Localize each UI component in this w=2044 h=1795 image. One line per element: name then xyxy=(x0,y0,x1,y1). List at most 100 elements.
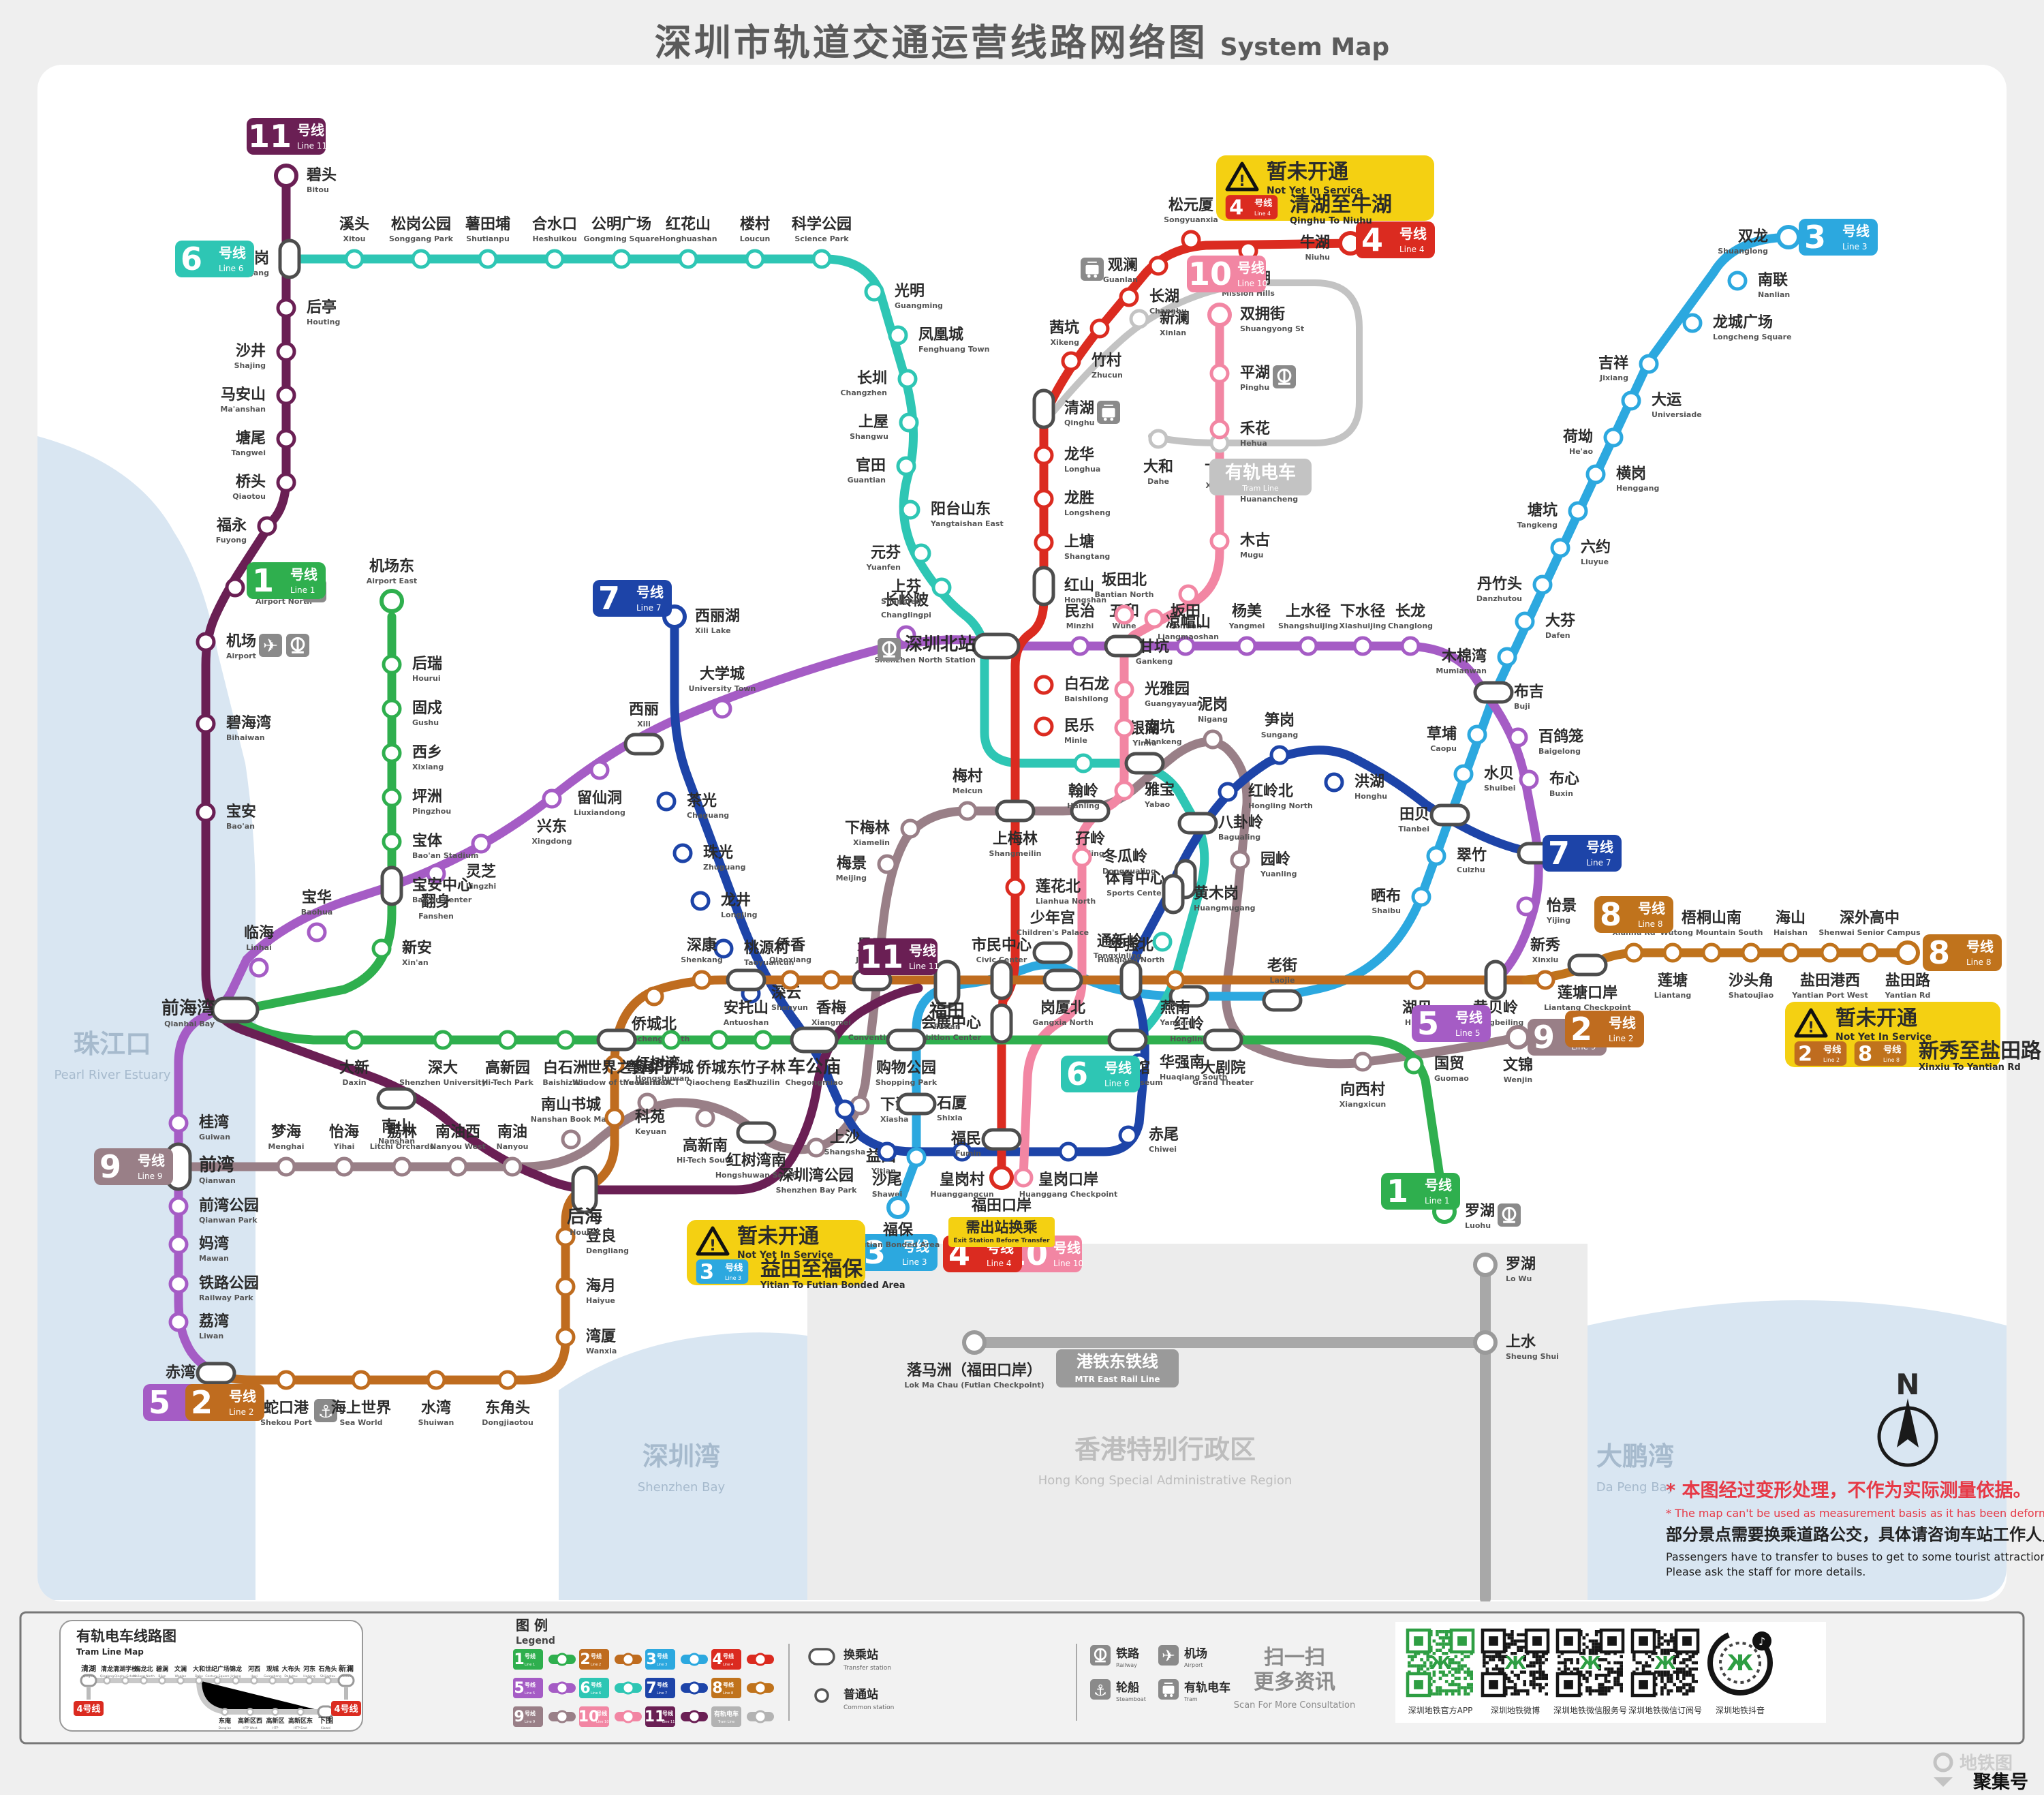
rect xyxy=(1604,1667,1608,1671)
station-label-en: Liuxiandong xyxy=(574,808,625,817)
rect xyxy=(1688,1670,1692,1674)
station-Bao'an Center: 宝安中心Bao'an Center xyxy=(380,865,472,906)
sz-metro-logo: Ж xyxy=(1726,1650,1753,1676)
station-Civic Center: 市民中心Civic Center xyxy=(972,936,1032,1000)
station-label-zh: 盐田港西 xyxy=(1800,972,1860,989)
station-label-en: Dongjiaotou xyxy=(482,1418,533,1427)
rect xyxy=(1416,1664,1421,1668)
station-label-zh: 荔湾 xyxy=(199,1313,229,1330)
station-label-en: Daxin xyxy=(342,1078,366,1087)
transfer-capsule xyxy=(1567,953,1608,977)
station-label-en: Qinghu xyxy=(1064,418,1095,427)
station-label-zh: 白石龙 xyxy=(1064,675,1109,693)
rect xyxy=(1442,1636,1445,1640)
rect xyxy=(1438,1689,1442,1693)
station-dot xyxy=(307,922,327,942)
label: 号线 xyxy=(636,584,664,600)
region-shenzhen-bay xyxy=(559,1332,807,1600)
tram-station-en: Century Square xyxy=(205,1674,229,1678)
rect xyxy=(1594,1630,1598,1633)
circle xyxy=(621,1710,635,1723)
rect xyxy=(1438,1630,1442,1633)
station-Nanshan Book Mall: 南山书城Nanshan Book Mall xyxy=(531,1096,611,1150)
tram-station-en: Hedong xyxy=(303,1674,315,1678)
station-dot xyxy=(382,699,402,719)
rect xyxy=(1657,1645,1661,1649)
line4-mini-badge: 4号线 xyxy=(331,1701,361,1716)
station-label-en: Shuibei xyxy=(1484,784,1515,793)
rect xyxy=(1454,1655,1458,1659)
station-dot xyxy=(1034,675,1054,695)
rect xyxy=(1620,1689,1623,1693)
rect xyxy=(1660,1676,1664,1681)
rect xyxy=(1669,1680,1673,1683)
station-label-en: Airport xyxy=(226,651,256,660)
label: 号线 xyxy=(662,1710,673,1717)
station-label-zh: 晒布 xyxy=(1371,887,1401,905)
station-dot xyxy=(1324,772,1344,793)
station-dot xyxy=(168,1274,189,1294)
station-Maling: 孖岭Maling xyxy=(1070,799,1111,858)
rect xyxy=(1498,1658,1502,1661)
rect xyxy=(1457,1676,1461,1681)
rect xyxy=(1457,1664,1461,1668)
rect xyxy=(579,1706,609,1727)
station-dot xyxy=(1550,538,1570,558)
transfer-capsule xyxy=(990,960,1013,1000)
tram-map-title-zh: 有轨电车线路图 xyxy=(76,1628,176,1644)
rect xyxy=(1594,896,1673,933)
rect xyxy=(1438,1642,1442,1646)
station-label-zh: 长龙 xyxy=(1395,603,1425,620)
rect xyxy=(1538,1686,1542,1689)
station-dot xyxy=(276,472,296,493)
station-dot xyxy=(644,986,664,1007)
rect xyxy=(1460,1667,1464,1671)
label: 1 xyxy=(514,1651,524,1668)
label: ! xyxy=(1808,1019,1814,1037)
tram-station-zh: 锦龙 xyxy=(230,1665,242,1673)
rect xyxy=(1576,1661,1579,1665)
rect xyxy=(1517,1648,1520,1652)
rect xyxy=(1601,1674,1605,1677)
label: 6 xyxy=(1066,1056,1088,1092)
station-Huanggang Checkpoint: 皇岗口岸Huanggang Checkpoint xyxy=(1019,1141,1117,1199)
rect xyxy=(1582,1636,1586,1640)
station-label-zh: 坪洲 xyxy=(412,788,442,806)
station-label-zh: 湾厦 xyxy=(586,1328,616,1345)
station-label-zh: 茶光 xyxy=(687,793,717,810)
station-Bao'an Stadium: 宝体Bao'an Stadium xyxy=(382,831,478,860)
station-label-en: Liantang xyxy=(1654,991,1691,1000)
station-Hi-Tech South: 高新南Hi-Tech South xyxy=(677,1107,734,1165)
circle xyxy=(158,1676,166,1685)
label: 号线 xyxy=(1883,1044,1901,1056)
rect xyxy=(1423,1664,1427,1668)
station-dot xyxy=(426,863,446,884)
station-label-en: Shangwu xyxy=(850,432,888,441)
station-dot xyxy=(661,1030,681,1050)
rect xyxy=(1511,1633,1514,1637)
rect xyxy=(1694,1661,1698,1665)
rect xyxy=(1489,1658,1492,1661)
station-label-en: Donggualing xyxy=(1102,867,1156,876)
rect xyxy=(1576,1667,1579,1671)
circle xyxy=(555,1710,569,1723)
station-label-zh: 深圳北站 xyxy=(905,634,976,655)
station-label-zh: 红岭北 xyxy=(1248,782,1293,800)
station-label-en: Qiaocheng East xyxy=(686,1078,752,1087)
station-label-zh: 碧海湾 xyxy=(226,714,271,732)
station-label-zh: 妈湾 xyxy=(199,1235,229,1253)
region-label-zh: 香港特别行政区 xyxy=(1074,1435,1256,1464)
station-dot xyxy=(896,625,916,645)
rect xyxy=(1517,1689,1520,1693)
rect xyxy=(1598,1689,1601,1693)
rect xyxy=(1676,1655,1679,1659)
rect xyxy=(1669,1636,1673,1640)
rect xyxy=(1667,1648,1670,1652)
